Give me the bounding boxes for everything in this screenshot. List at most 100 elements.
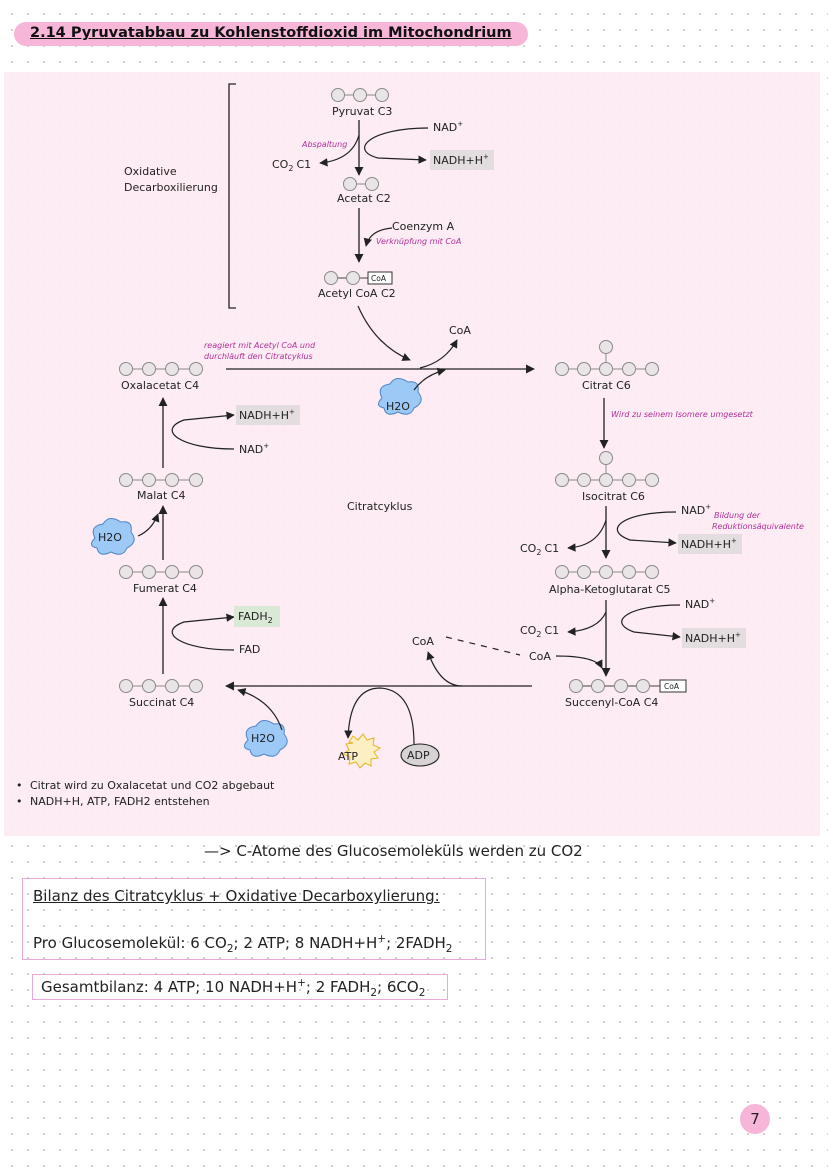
co2-sub-2: 2 (536, 548, 541, 557)
label-fadh2: FADH2 (238, 610, 273, 625)
label-coa-tag-2: CoA (664, 682, 680, 691)
label-alpha: Alpha-Ketoglutarat C5 (549, 583, 671, 596)
co2-c1-3: C1 (544, 624, 559, 637)
label-nad-2: NAD+ (239, 442, 269, 456)
label-acetat: Acetat C2 (337, 192, 391, 205)
label-fad: FAD (239, 643, 260, 656)
label-reagiert-2: durchläuft den Citratcyklus (204, 352, 313, 361)
fumerat-molecule (119, 565, 203, 579)
citric-acid-cycle-diagram: Oxidative Decarboxilierung Pyruvat C3 Ab… (91, 83, 804, 769)
arrow-adp-atp (344, 687, 415, 745)
citrat-molecule (555, 340, 659, 376)
arrow-coenzym-join (363, 227, 393, 247)
label-h2o-2: H2O (251, 732, 275, 745)
arrow-co2-release-1 (319, 134, 360, 167)
co2-text-3: CO (520, 624, 537, 637)
label-oxalacetat: Oxalacetat C4 (121, 379, 199, 392)
gesamtbilanz-box: Gesamtbilanz: 4 ATP; 10 NADH+H+; 2 FADH2… (32, 974, 448, 1000)
arrow-fad-fadh2 (171, 613, 235, 651)
adp-ellipse (400, 743, 440, 767)
label-nad-4: NAD+ (685, 597, 715, 611)
succinat-molecule (119, 679, 203, 693)
isocitrat-molecule (555, 451, 659, 487)
label-oxidative-2: Decarboxilierung (124, 181, 218, 194)
bilanz-line: Pro Glucosemolekül: 6 CO2; 2 ATP; 8 NADH… (33, 933, 453, 955)
label-succinylcoa: Succenyl-CoA C4 (565, 696, 658, 709)
nadh-highlight-3 (678, 534, 742, 554)
label-adp: ADP (407, 749, 430, 762)
label-citratcyklus: Citratcyklus (347, 500, 413, 513)
page-number: 7 (740, 1104, 770, 1134)
arrow-nad-nadh-3 (616, 511, 677, 547)
co2-c1-2: C1 (544, 542, 559, 555)
label-reagiert-1: reagiert mit Acetyl CoA und (204, 341, 316, 350)
label-acetylcoa: Acetyl CoA C2 (318, 287, 396, 300)
co2-text-2: CO (520, 542, 537, 555)
label-h2o-1: H2O (386, 400, 410, 413)
label-oxidative-1: Oxidative (124, 165, 177, 178)
co2-sub: 2 (288, 164, 293, 173)
arrow-co2-release-2 (567, 519, 607, 552)
label-bildung-2: Reduktionsäquivalente (712, 522, 804, 531)
arrow-co2-release-3 (567, 611, 607, 636)
label-nadh-1: NADH+H+ (433, 153, 489, 167)
diagram-panel (4, 72, 820, 836)
label-nad-1: NAD+ (433, 120, 463, 134)
nadh-highlight-1 (430, 150, 494, 170)
label-coenzym: Coenzym A (392, 220, 455, 233)
label-isocitrat: Isocitrat C6 (582, 490, 645, 503)
arrow-nad-nadh-4 (621, 604, 681, 641)
fadh2-highlight (234, 606, 280, 627)
h2o-blob-2 (244, 720, 288, 757)
acetat-molecule (343, 177, 379, 191)
summary-bullets: Citrat wird zu Oxalacetat und CO2 abgeba… (16, 778, 274, 810)
alpha-molecule (555, 565, 659, 579)
label-coa-out: CoA (449, 324, 471, 337)
arrow-coa-release-left (426, 651, 463, 687)
label-nadh-4: NADH+H+ (685, 631, 741, 645)
label-succinat: Succinat C4 (129, 696, 194, 709)
nadh-highlight-4 (682, 628, 746, 648)
title-highlight: 2.14 Pyruvatabbau zu Kohlenstoffdioxid i… (14, 22, 528, 46)
oxalacetat-molecule (119, 362, 203, 376)
conclusion-text: —> C-Atome des Glucosemoleküls werden zu… (204, 842, 583, 860)
arrow-nad-nadh-2 (171, 411, 235, 450)
nadh-highlight-2 (236, 405, 300, 425)
label-bildung-1: Bildung der (714, 511, 761, 520)
co2-c1: C1 (296, 158, 311, 171)
label-nad-3: NAD+ (681, 503, 711, 517)
label-abspaltung: Abspaltung (301, 140, 347, 149)
label-h2o-3: H2O (98, 531, 122, 544)
gesamtbilanz-line: Gesamtbilanz: 4 ATP; 10 NADH+H+; 2 FADH2… (41, 977, 426, 999)
label-nadh-2: NADH+H+ (239, 408, 295, 422)
succinylcoa-molecule (569, 679, 687, 693)
h2o-blob-1 (378, 378, 422, 415)
arrow-coa-out (419, 339, 458, 369)
arrow-h2o-join-3 (137, 513, 160, 537)
bilanz-box: Bilanz des Citratcyklus + Oxidative Deca… (22, 878, 486, 960)
arrow-acetylcoa-cycle (357, 305, 411, 361)
arrow-h2o-join-1 (413, 367, 446, 391)
co2-sub-3: 2 (536, 630, 541, 639)
dashed-coa-link (445, 636, 521, 656)
label-fumerat: Fumerat C4 (133, 582, 197, 595)
label-isomere: Wird zu seinem Isomere umgesetzt (611, 410, 754, 419)
label-malat: Malat C4 (137, 489, 186, 502)
acetylcoa-molecule (324, 271, 393, 285)
bullet-item: Citrat wird zu Oxalacetat und CO2 abgeba… (16, 778, 274, 794)
atp-burst (341, 733, 382, 769)
arrow-coa-in (555, 655, 603, 669)
h2o-blob-3 (91, 518, 135, 555)
bilanz-heading: Bilanz des Citratcyklus + Oxidative Deca… (33, 887, 440, 905)
label-citrat: Citrat C6 (582, 379, 631, 392)
label-nadh-3: NADH+H+ (681, 537, 737, 551)
label-verknuepfung: Verknüpfung mit CoA (376, 237, 461, 246)
malat-molecule (119, 473, 203, 487)
co2-text: CO (272, 158, 289, 171)
pyruvat-molecule (331, 88, 389, 102)
label-coa-tag-1: CoA (371, 274, 387, 283)
label-atp: ATP (338, 750, 358, 763)
